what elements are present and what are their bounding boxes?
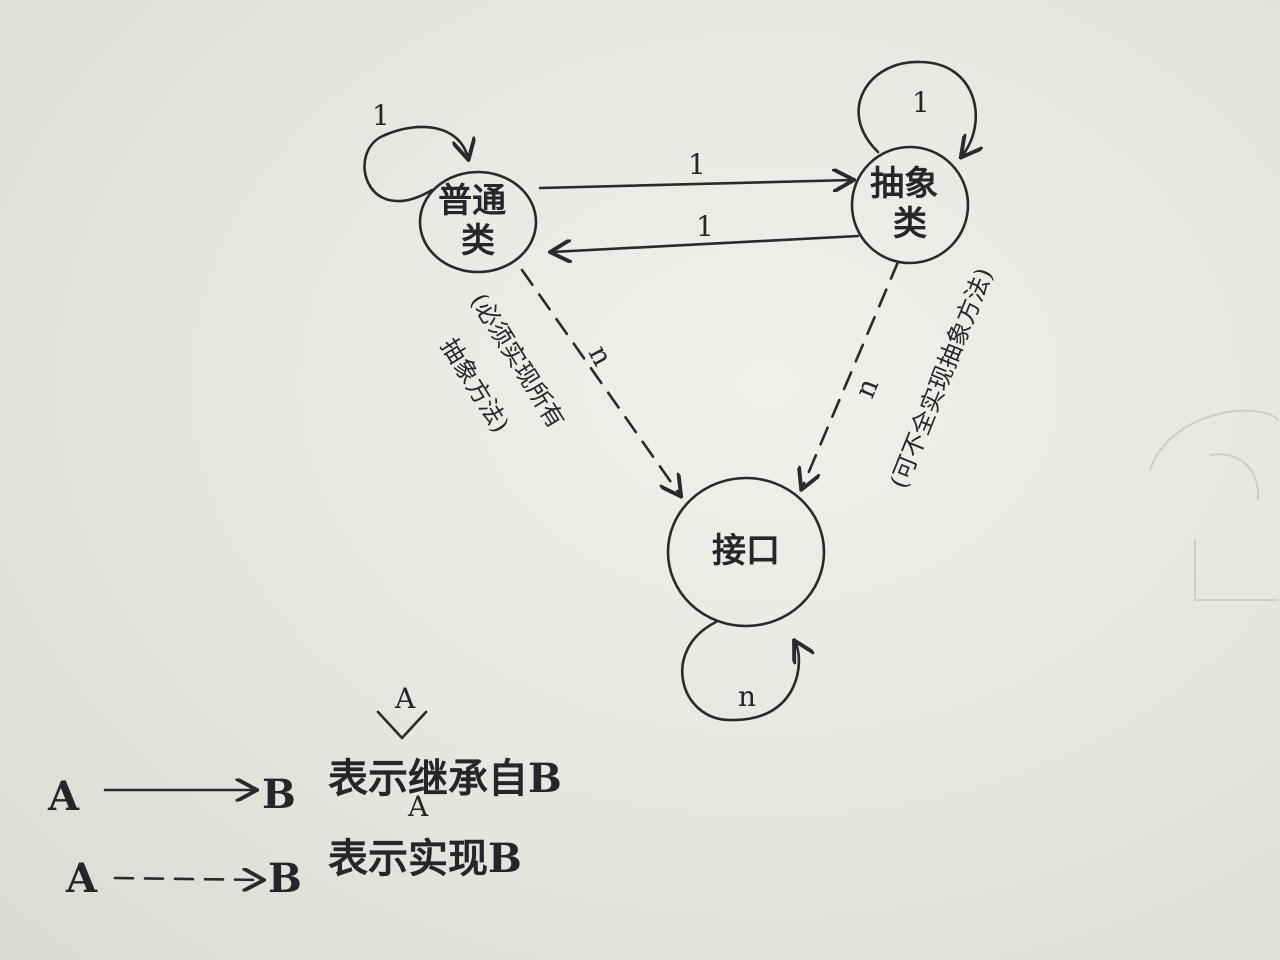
edge-normal-to-interface-label: n (582, 340, 620, 371)
node-interface-circle (666, 476, 826, 628)
edge-interface-self-label: n (738, 680, 756, 713)
legend-implements-arrow (113, 878, 262, 880)
edge-interface-self-loop (680, 620, 799, 722)
note-abstract-to-interface: (可不全实现抽象方法) (885, 264, 999, 492)
legend-extends-caret-insert: A (394, 682, 416, 715)
edge-abstract-to-normal-label: 1 (696, 210, 714, 243)
edge-abstract-to-normal (552, 234, 860, 252)
edge-abstract-to-interface (802, 260, 900, 488)
edge-normal-self-label: 1 (372, 99, 390, 132)
edge-abstract-self-label: 1 (912, 86, 930, 119)
edge-abstract-to-interface-label: n (848, 374, 885, 403)
node-normal-class-label: 普通 类 (438, 181, 518, 261)
legend-extends-from: A (47, 773, 80, 820)
node-interface: 接口 (666, 476, 826, 628)
legend-extends-to: B (262, 771, 296, 818)
node-abstract-class-label: 抽象 类 (870, 164, 950, 244)
legend-extends-text: 表示继承自B (328, 755, 562, 802)
node-normal-class: 普通 类 (418, 170, 538, 274)
edge-abstract-self-loop (857, 60, 976, 156)
node-abstract-class-circle (850, 145, 970, 265)
legend-implements-to: B (268, 855, 302, 902)
edge-normal-self-loop (363, 125, 468, 203)
node-interface-label: 接口 (712, 531, 780, 571)
edge-normal-to-interface (520, 268, 680, 495)
legend: A B 表示继承自B A A B 表示实现B A (47, 682, 562, 902)
legend-implements-from: A (65, 855, 98, 902)
edge-normal-to-abstract (538, 180, 852, 188)
legend-caret-icon (376, 710, 428, 740)
node-abstract-class: 抽象 类 (850, 145, 970, 265)
background-smudge (1149, 409, 1279, 601)
legend-implements-caret-insert: A (407, 790, 429, 823)
node-normal-class-circle (418, 170, 538, 274)
legend-implements-text: 表示实现B (328, 835, 522, 882)
edge-normal-to-abstract-label: 1 (688, 148, 706, 181)
